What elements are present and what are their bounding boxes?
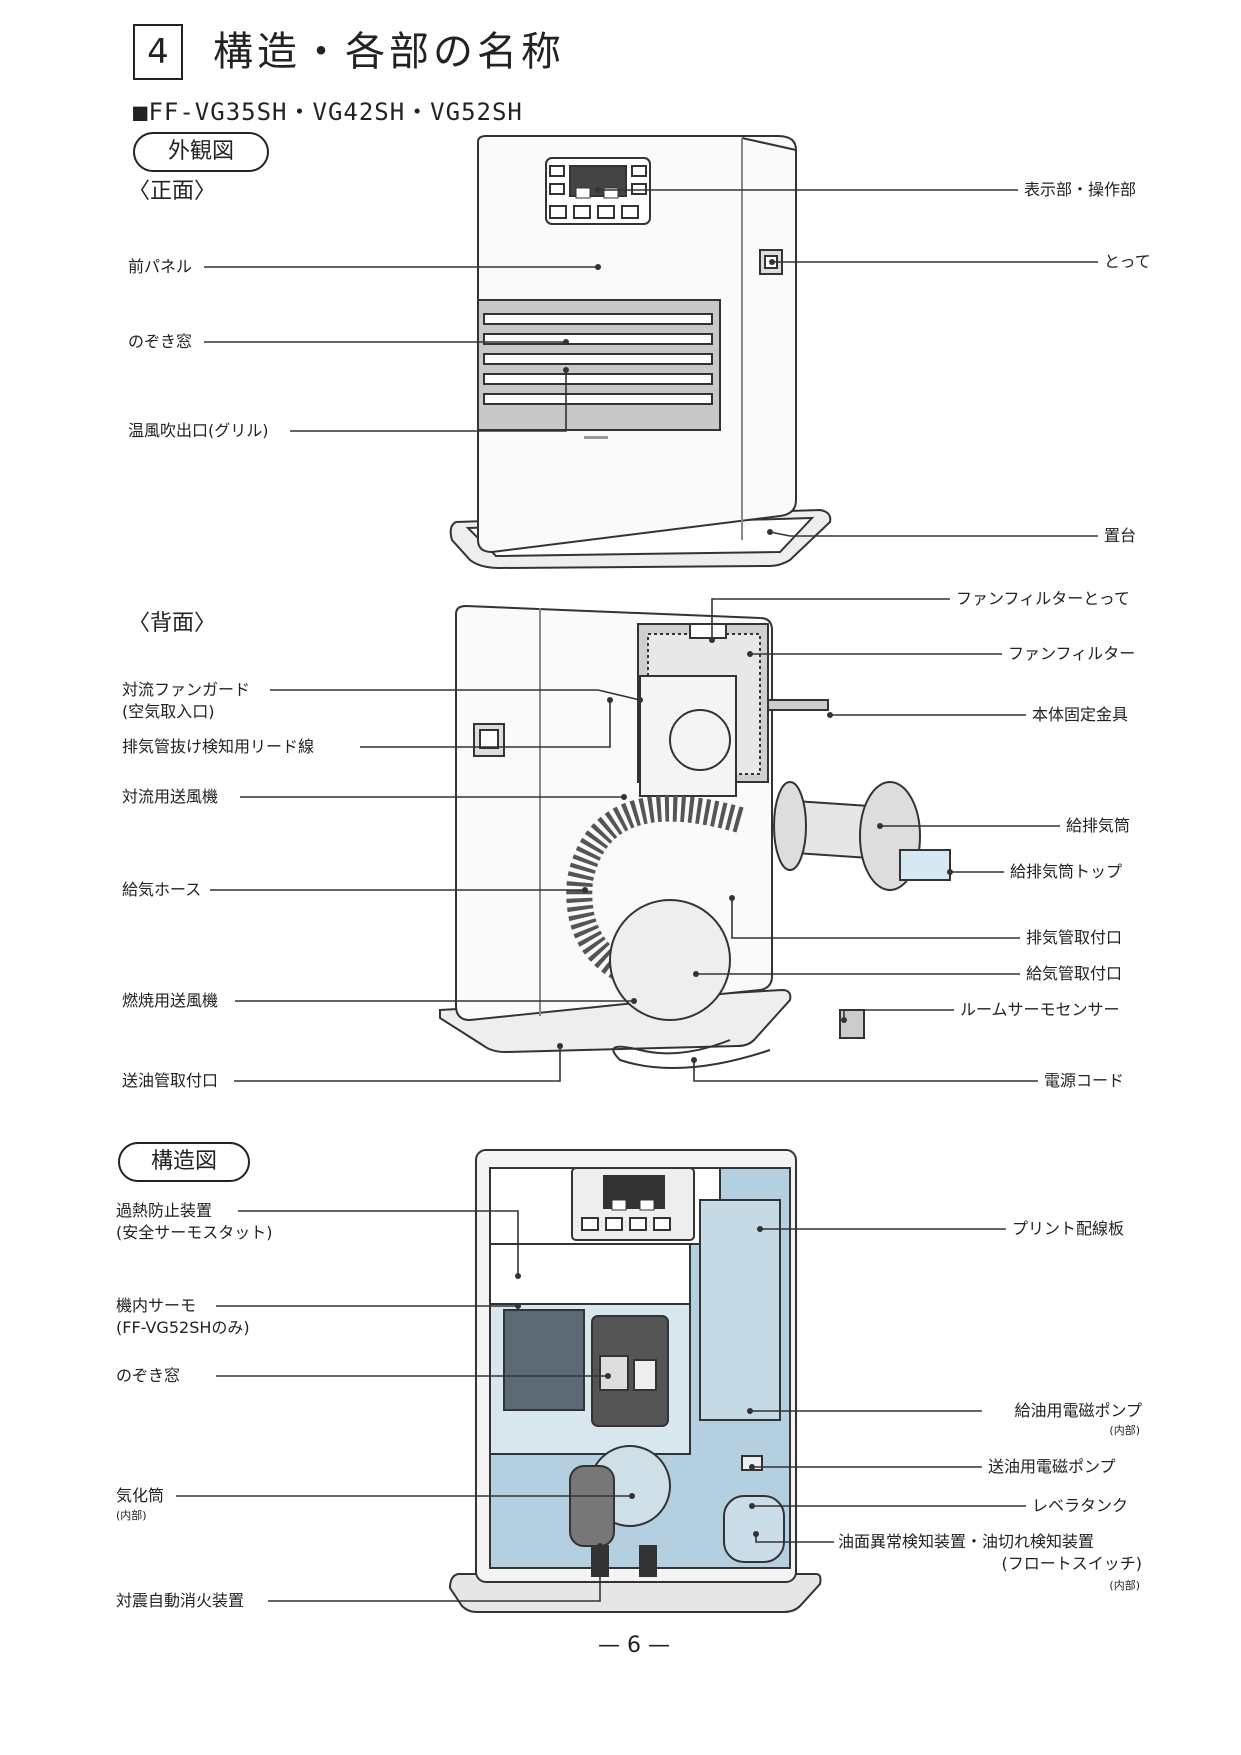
label-power-cord: 電源コード <box>1044 1071 1125 1090</box>
label-fan-guard: 対流ファンガード <box>122 680 251 699</box>
back-view-title: 〈背面〉 <box>128 611 217 636</box>
label-pcb: プリント配線板 <box>1012 1219 1125 1238</box>
label-handle: とって <box>1104 252 1151 271</box>
structure-heading: 構造図 <box>118 1142 250 1182</box>
page-number: — 6 — <box>598 1633 670 1658</box>
label-overheat-sub: (安全サーモスタット) <box>116 1223 273 1242</box>
label-front-panel: 前パネル <box>128 257 193 276</box>
front-heater-drawing <box>449 135 832 570</box>
model-list: ■FF-VG35SH・VG42SH・VG52SH <box>133 98 523 126</box>
label-filter-handle: ファンフィルターとって <box>956 589 1130 608</box>
structure-drawing <box>448 1149 822 1613</box>
label-structure-window: のぞき窓 <box>116 1366 181 1385</box>
label-duct-top: 給排気筒トップ <box>1010 862 1123 881</box>
back-heater-drawing <box>439 604 951 1069</box>
label-leveler-tank: レベラタンク <box>1032 1496 1129 1515</box>
label-inner-thermo-sub: (FF-VG52SHのみ) <box>116 1318 250 1337</box>
label-comb-fan: 燃焼用送風機 <box>122 991 219 1010</box>
label-inner-thermo: 機内サーモ <box>116 1296 197 1315</box>
label-vaporizer: 気化筒 <box>116 1486 165 1505</box>
section-number: 4 <box>133 24 183 80</box>
leader-dots <box>515 187 953 1549</box>
label-bracket: 本体固定金具 <box>1032 705 1129 724</box>
label-exhaust-port: 排気管取付口 <box>1026 928 1123 947</box>
label-duct: 給排気筒 <box>1066 816 1131 835</box>
label-room-sensor: ルームサーモセンサー <box>960 1000 1120 1019</box>
label-conv-fan: 対流用送風機 <box>122 787 219 806</box>
label-send-pump: 送油用電磁ポンプ <box>988 1457 1116 1476</box>
page-title: 構造・各部の名称 <box>213 29 565 75</box>
label-grille: 温風吹出口(グリル) <box>128 421 269 440</box>
label-quake-shutoff: 対震自動消火装置 <box>116 1591 245 1610</box>
label-supply-pump: 給油用電磁ポンプ <box>1014 1401 1142 1420</box>
front-view-title: 〈正面〉 <box>128 179 217 204</box>
label-fan-guard-sub: (空気取入口) <box>122 702 215 721</box>
label-float-note: (内部) <box>1109 1579 1140 1592</box>
label-base: 置台 <box>1104 526 1137 545</box>
label-display: 表示部・操作部 <box>1024 180 1137 199</box>
label-oil-port: 送油管取付口 <box>122 1071 219 1090</box>
label-supply-pump-note: (内部) <box>1109 1424 1140 1437</box>
exterior-heading: 外観図 <box>133 132 269 172</box>
label-float-switch-sub: (フロートスイッチ) <box>1001 1554 1143 1573</box>
label-front-window: のぞき窓 <box>128 332 193 351</box>
label-lead-wire: 排気管抜け検知用リード線 <box>122 737 315 756</box>
label-hose: 給気ホース <box>122 880 202 899</box>
label-vaporizer-note: (内部) <box>116 1509 147 1522</box>
label-float-switch: 油面異常検知装置・油切れ検知装置 <box>838 1532 1095 1551</box>
label-overheat: 過熱防止装置 <box>116 1201 213 1220</box>
label-filter: ファンフィルター <box>1008 644 1136 663</box>
leader-lines <box>176 189 1098 1602</box>
label-intake-port: 給気管取付口 <box>1026 964 1123 983</box>
